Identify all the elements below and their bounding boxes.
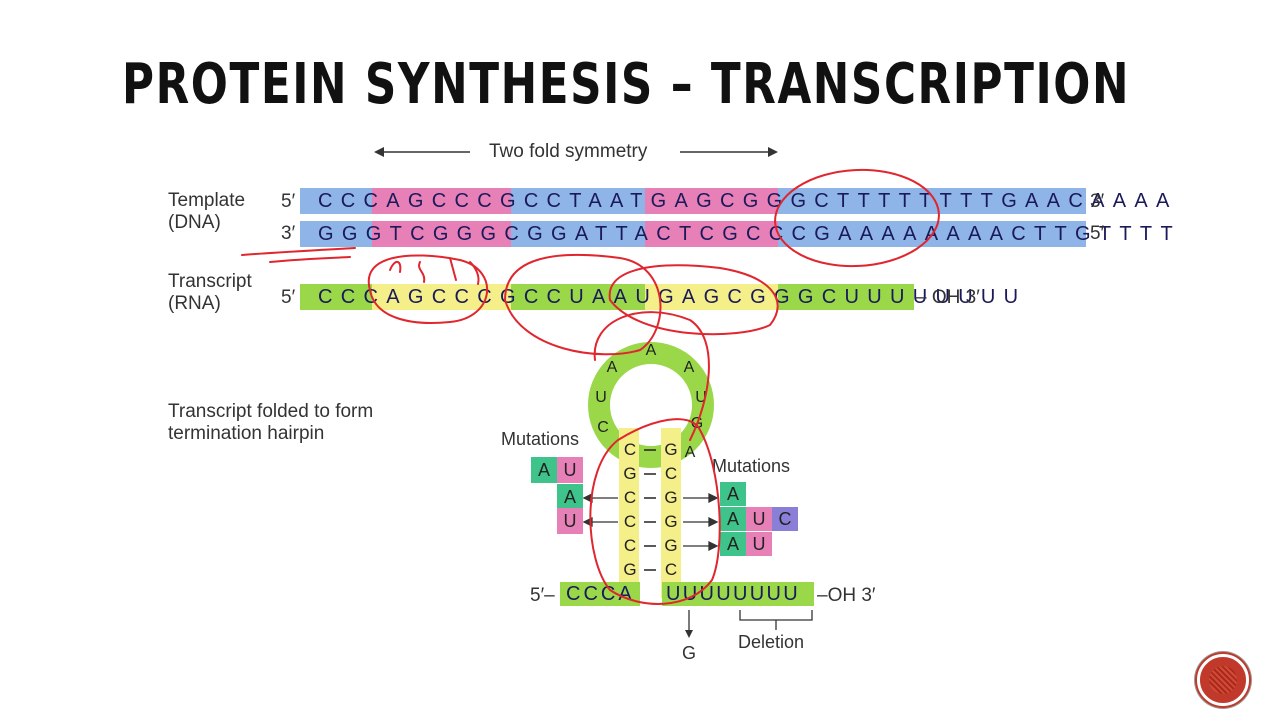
stem-left-base: C [624,536,636,555]
dna-bottom-band [300,221,1086,247]
ink-circle-polyT [774,168,940,268]
mutation-box-teal: A [557,484,583,510]
hairpin-right-tail: UUUUUUUU [666,583,800,605]
stem-right-base: G [664,512,677,531]
loop-base: G [691,415,703,432]
fold-label-line1: Transcript folded to form [168,401,374,422]
fold-label: Transcript folded to form termination ha… [168,401,373,445]
fold-label-line2: termination hairpin [168,423,325,444]
rna-3prime-label: – OH 3′ [916,287,980,308]
symmetry-label: Two fold symmetry [489,141,648,162]
mutations-left-label: Mutations [501,429,580,449]
stem-left-base: C [624,440,636,459]
transcript-label-line1: Transcript [168,271,252,292]
mutations-right-label: Mutations [712,456,791,476]
mutation-box-teal: A [720,482,746,506]
loop-base: A [685,444,696,461]
symmetry-arrows [374,147,778,157]
stem-right-base: C [665,464,677,483]
stem-right-base: G [664,488,677,507]
stem-left-base: C [624,488,636,507]
dna-bottom-sequence: GGGTCGGGCGGATTACTCGCCCGAAAAAAAACTTGTTTT [318,222,1181,245]
dna-bottom-5prime: 5′ [1090,223,1105,244]
loop-base: U [595,389,607,406]
mutation-box-pink: U [746,507,772,531]
mutation-box-teal: A [720,507,746,531]
stem-right-base: G [664,536,677,555]
template-label-line1: Template [168,190,246,211]
stem-left-base: G [623,560,636,579]
g-mutation-arrow [685,630,693,638]
deletion-bracket [739,610,813,630]
mutation-arrows-left [582,492,618,528]
mutation-arrows-right [683,492,719,552]
mutation-box-pink: U [557,508,583,534]
mutation-box-pink: U [746,532,772,556]
mutation-box-teal: A [720,532,746,556]
stem-right-base: G [664,440,677,459]
stem-left-base: G [623,464,636,483]
mutation-box-pink: U [557,457,583,483]
mutation-box-teal: A [531,457,557,483]
loop-base: A [607,359,618,376]
g-mutation-label: G [682,643,697,663]
dna-top-sequence: CCCAGCCCGCCTAATGAGCGGGCTTTTTTTTGAACAAAA [318,189,1178,212]
loop-base: C [597,419,609,436]
next-slide-button[interactable] [1197,654,1249,706]
stem-left-base: C [624,512,636,531]
ink-scribble [389,257,480,285]
dna-top-5prime: 5′ [281,191,296,212]
dna-top-band [300,188,1086,214]
mutation-box-purple: C [772,507,798,531]
template-label-line2: (DNA) [168,212,221,233]
deletion-label: Deletion [738,632,805,652]
template-label: Template (DNA) [168,190,245,234]
loop-base: U [695,389,707,406]
pair-dashes [644,449,656,571]
hairpin-3prime: –OH 3′ [817,585,876,606]
hairpin-left-tail: CCCA [566,583,635,605]
transcript-label-line2: (RNA) [168,293,221,314]
ink-underline-2 [269,256,351,263]
loop-base: A [684,359,695,376]
dna-bottom-3prime: 3′ [281,223,296,244]
transcript-label: Transcript (RNA) [168,271,252,315]
ink-underline [241,247,356,256]
slide-title: PROTEIN SYNTHESIS – TRANSCRIPTION [122,52,1131,117]
rna-5prime: 5′ [281,287,296,308]
loop-base: A [646,342,657,359]
stem-right-base: C [665,560,677,579]
hairpin-5prime: 5′– [530,585,555,606]
dna-top-3prime: 3′ [1090,191,1105,212]
